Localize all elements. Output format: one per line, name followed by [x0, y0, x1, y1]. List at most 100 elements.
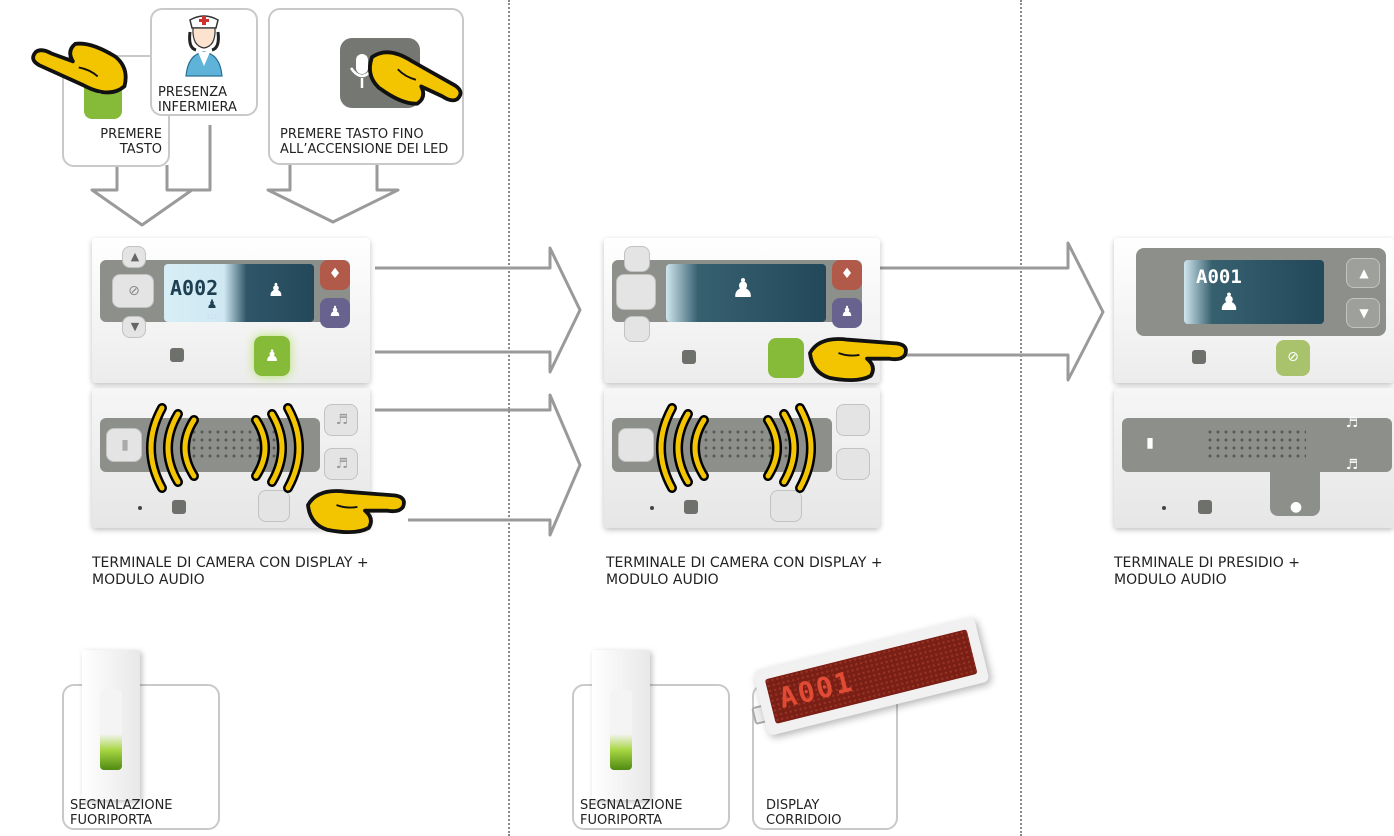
- terminal-3-nurse-icon: ♟: [1218, 288, 1240, 316]
- caption-terminal-3: TERMINALE DI PRESIDIO + MODULO AUDIO: [1114, 555, 1300, 588]
- door-light-device-1: [82, 650, 140, 800]
- sound-wave-icon: [661, 408, 704, 488]
- terminal-1-sensor: [170, 348, 184, 362]
- terminal-1-screen: [164, 264, 314, 322]
- terminal-2-audio-sensor: [684, 500, 698, 514]
- terminal-2-volume-up-button[interactable]: [836, 404, 870, 436]
- down-arrow-left: [90, 165, 194, 227]
- terminal-2-led: [650, 506, 654, 510]
- terminal-3-display-unit: A001 ♟ ▲ ▼ ⊘: [1114, 238, 1394, 383]
- right-arrow-1: [375, 246, 582, 374]
- card-label-segnalazione-1: SEGNALAZIONE FUORIPORTA: [70, 798, 173, 828]
- card-label-premere-tasto-led: PREMERE TASTO FINO ALL’ACCENSIONE DEI LE…: [280, 127, 449, 157]
- terminal-1-volume-down-button[interactable]: ♬: [324, 448, 358, 480]
- terminal-3-room-code: A001: [1196, 266, 1242, 288]
- terminal-2-nurse-icon: ♟: [731, 274, 755, 304]
- card-label-segnalazione-2: SEGNALAZIONE FUORIPORTA: [580, 798, 683, 828]
- down-arrow-middle: [185, 125, 212, 192]
- terminal-1-display-unit: ▲ ⊘ ▼ A002 ♟ 1/1 ♟ ♦ ♟ ♟: [92, 238, 370, 383]
- door-light-device-2: [592, 650, 650, 800]
- microphone-icon: ●: [1289, 499, 1303, 515]
- volume-icon: ♬: [1345, 415, 1359, 431]
- door-light-lens: [610, 690, 632, 770]
- terminal-3-led: [1162, 506, 1166, 510]
- volume-icon: ♬: [335, 412, 349, 428]
- card-segnalazione-2: SEGNALAZIONE FUORIPORTA: [572, 650, 730, 830]
- card-presenza-infermiera: PRESENZA INFERMIERA: [150, 8, 258, 116]
- loudspeaker-icon: ▮: [121, 437, 129, 453]
- terminal-1-loudspeaker-button[interactable]: ▮: [106, 428, 142, 462]
- loudspeaker-icon: ▮: [1146, 435, 1154, 451]
- terminal-1-led: [138, 506, 142, 510]
- down-arrow-right: [266, 165, 400, 224]
- terminal-1-mute-button[interactable]: ⊘: [112, 274, 154, 308]
- terminal-1-mic-button[interactable]: [258, 490, 290, 522]
- terminal-2-up-button[interactable]: [624, 246, 650, 272]
- terminal-3-audio-sensor: [1198, 500, 1212, 514]
- terminal-3-mic-tab: [1270, 472, 1320, 516]
- sound-wave-icon: [768, 408, 811, 488]
- terminal-3-sensor: [1192, 350, 1206, 364]
- volume-icon: ♬: [1345, 457, 1359, 473]
- terminal-2-call-button[interactable]: [768, 338, 804, 378]
- person-icon: ♟: [840, 304, 854, 320]
- nurse-small-icon: ♟: [206, 297, 218, 311]
- bell-icon: ♦: [840, 266, 854, 282]
- volume-icon: ♬: [335, 456, 349, 472]
- terminal-3-up-button[interactable]: ▲: [1346, 258, 1380, 288]
- nurse-icon: [185, 15, 223, 77]
- person-icon: ♟: [328, 304, 342, 320]
- terminal-1-nurse-icon: ♟: [267, 280, 285, 301]
- down-arrow-icon: ▼: [130, 320, 140, 333]
- hand-pointer-icon: [27, 25, 136, 102]
- separator-right: [1020, 0, 1022, 836]
- terminal-1-room-code: A002: [170, 276, 219, 300]
- terminal-1-volume-up-button[interactable]: ♬: [324, 404, 358, 436]
- terminal-1-down-button[interactable]: ▼: [122, 316, 146, 338]
- bell-off-icon: ⊘: [128, 283, 140, 299]
- person-icon: ♟: [264, 346, 280, 365]
- terminal-2-mute-button[interactable]: [616, 274, 656, 310]
- terminal-2-assist-button[interactable]: ♟: [832, 298, 862, 328]
- bell-off-icon: ⊘: [1287, 349, 1299, 365]
- terminal-2-down-button[interactable]: [624, 316, 650, 342]
- right-arrow-3: [880, 241, 1105, 382]
- card-label-display-corridoio: DISPLAY CORRIDOIO: [766, 798, 842, 828]
- terminal-1-assist-button[interactable]: ♟: [320, 298, 350, 328]
- terminal-1-call-button[interactable]: ♟: [254, 336, 290, 376]
- terminal-2-alarm-button[interactable]: ♦: [832, 260, 862, 290]
- caption-terminal-1: TERMINALE DI CAMERA CON DISPLAY + MODULO…: [92, 555, 369, 588]
- terminal-1-page: 1/1: [206, 313, 218, 321]
- terminal-2-sensor: [682, 350, 696, 364]
- bell-icon: ♦: [328, 266, 342, 282]
- terminal-2-volume-down-button[interactable]: [836, 448, 870, 480]
- terminal-1-up-button[interactable]: ▲: [122, 246, 146, 268]
- card-label-premere-tasto: PREMERE TASTO: [100, 127, 162, 157]
- door-light-lens: [100, 690, 122, 770]
- terminal-3-down-button[interactable]: ▼: [1346, 298, 1380, 328]
- separator-left: [508, 0, 510, 836]
- terminal-3-mute-button[interactable]: ⊘: [1276, 340, 1310, 376]
- terminal-3-speaker-grille: [1206, 428, 1306, 462]
- card-segnalazione-1: SEGNALAZIONE FUORIPORTA: [62, 650, 220, 830]
- terminal-1-audio-sensor: [172, 500, 186, 514]
- hand-pointer-icon: [306, 489, 406, 535]
- card-label-presenza-infermiera: PRESENZA INFERMIERA: [158, 85, 237, 115]
- terminal-2-mic-button[interactable]: [770, 490, 802, 522]
- down-arrow-icon: ▼: [1359, 306, 1369, 320]
- sound-wave-icon: [151, 408, 194, 488]
- terminal-3-screen: [1184, 260, 1324, 324]
- corridor-display-text: A001: [775, 664, 858, 715]
- hand-pointer-icon: [358, 42, 467, 125]
- terminal-1-alarm-button[interactable]: ♦: [320, 260, 350, 290]
- up-arrow-icon: ▲: [1359, 266, 1369, 280]
- hand-pointer-icon: [808, 337, 908, 383]
- terminal-2-screen: [666, 264, 826, 322]
- up-arrow-icon: ▲: [130, 250, 140, 263]
- sound-wave-icon: [256, 408, 299, 488]
- terminal-2-loudspeaker-button[interactable]: [618, 428, 654, 462]
- right-arrow-2: [375, 393, 582, 537]
- caption-terminal-2: TERMINALE DI CAMERA CON DISPLAY + MODULO…: [606, 555, 883, 588]
- terminal-3-audio-module: ▮ ♬ ♬ ●: [1114, 388, 1394, 528]
